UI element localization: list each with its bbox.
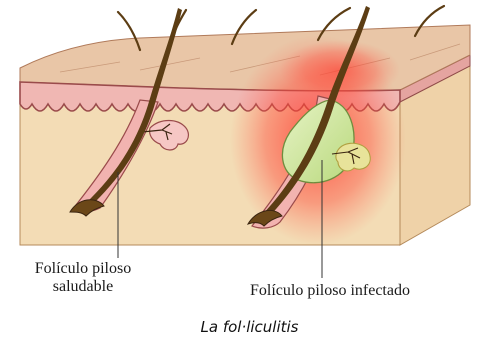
infected-follicle-label: Folículo piloso infectado bbox=[200, 282, 460, 300]
healthy-label-line1: Folículo piloso bbox=[8, 260, 158, 278]
figure-caption: La fol·liculitis bbox=[0, 318, 499, 336]
healthy-follicle-label: Folículo piloso saludable bbox=[8, 260, 158, 296]
healthy-label-line2: saludable bbox=[8, 278, 158, 296]
skin-surface-top bbox=[20, 25, 470, 91]
